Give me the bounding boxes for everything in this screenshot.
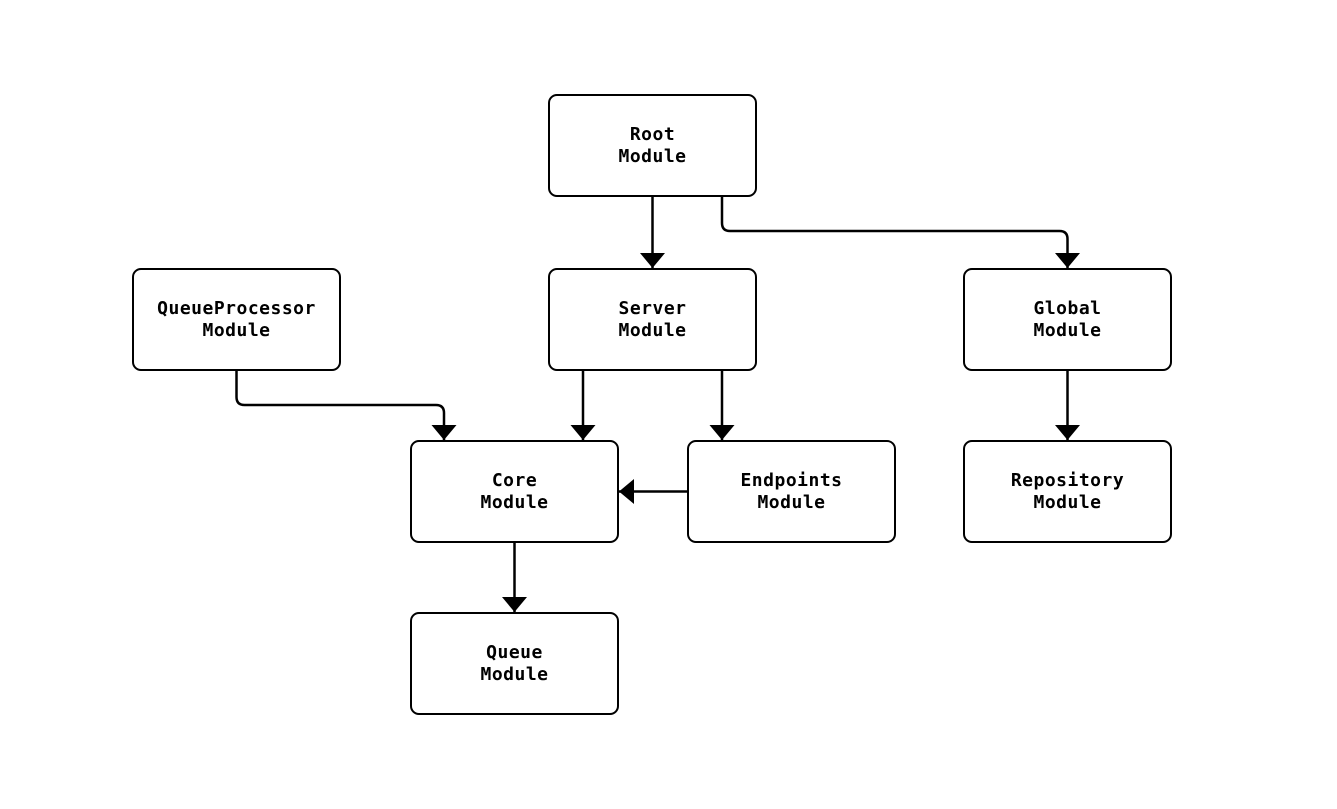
edge-root-to-global [720, 197, 1069, 268]
arrowhead-root-to-server [640, 253, 665, 268]
arrowhead-root-to-global [1055, 253, 1080, 268]
node-label-repository: Repository Module [1010, 469, 1125, 513]
arrowhead-server-to-core [570, 425, 596, 440]
node-label-global: Global Module [1033, 297, 1102, 341]
edge-queueprocessor-to-core [235, 371, 446, 440]
node-label-core: Core Module [480, 469, 549, 513]
node-core: Core Module [410, 440, 619, 543]
node-server: Server Module [548, 268, 757, 371]
node-label-endpoints: Endpoints Module [740, 469, 843, 513]
node-global: Global Module [963, 268, 1172, 371]
node-queueprocessor: QueueProcessor Module [132, 268, 341, 371]
node-label-queueprocessor: QueueProcessor Module [157, 297, 316, 341]
arrowhead-global-to-repository [1055, 425, 1080, 440]
arrowhead-endpoints-to-core [619, 479, 634, 504]
node-endpoints: Endpoints Module [687, 440, 896, 543]
node-root: Root Module [548, 94, 757, 197]
arrowhead-queueprocessor-to-core [431, 425, 457, 440]
arrowhead-core-to-queue [502, 597, 527, 612]
node-repository: Repository Module [963, 440, 1172, 543]
node-label-server: Server Module [618, 297, 687, 341]
node-label-queue: Queue Module [480, 641, 549, 685]
node-queue: Queue Module [410, 612, 619, 715]
arrowhead-server-to-endpoints [709, 425, 735, 440]
node-label-root: Root Module [618, 123, 687, 167]
